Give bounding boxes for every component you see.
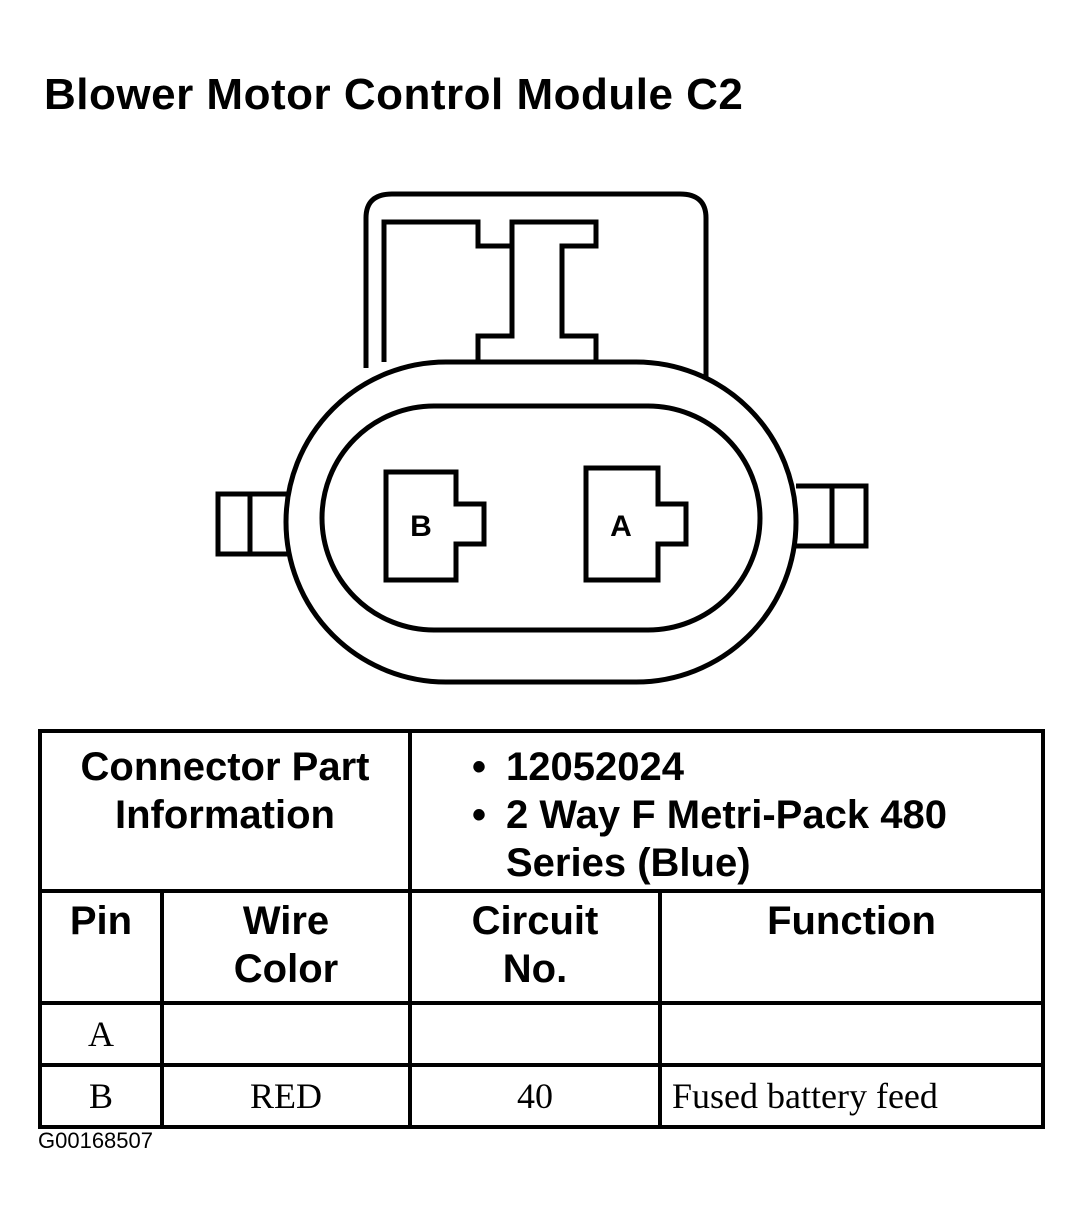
part-number: 12052024 — [506, 745, 684, 789]
header-pin: Pin — [38, 889, 164, 1005]
function-cell — [658, 1001, 1045, 1067]
connector-info-table: Connector Part Information • 12052024 • … — [38, 729, 1045, 1129]
figure-code: G00168507 — [38, 1128, 153, 1153]
diagram-title: Blower Motor Control Module C2 — [44, 70, 744, 119]
part-info-row: Connector Part Information • 12052024 • … — [38, 729, 1045, 893]
column-header-row: Pin Wire Color Circuit No. Function — [38, 889, 1045, 1005]
table-row: B RED 40 Fused battery feed — [38, 1063, 1045, 1129]
part-info-label-line1: Connector Part — [80, 745, 370, 789]
connector-face-diagram: B A — [215, 191, 869, 685]
table-row: A — [38, 1001, 1045, 1067]
left-side-tab — [215, 491, 288, 557]
connector-latch-outer — [363, 191, 709, 380]
wire-color-cell: RED — [160, 1063, 412, 1129]
part-description-line2: Series (Blue) — [506, 841, 751, 885]
part-info-label: Connector Part Information — [38, 729, 412, 893]
header-wire-color: Wire Color — [160, 889, 412, 1005]
connector-latch-inner — [381, 219, 599, 362]
connector-body-inner — [319, 403, 763, 633]
cavity-b — [383, 469, 487, 583]
bullet-icon: • — [472, 745, 487, 789]
cavity-label-b: B — [410, 510, 432, 543]
function-cell: Fused battery feed — [658, 1063, 1045, 1129]
header-function: Function — [658, 889, 1045, 1005]
circuit-cell: 40 — [408, 1063, 662, 1129]
bullet-icon: • — [472, 793, 487, 837]
part-info-label-line2: Information — [115, 793, 335, 837]
pin-cell: A — [38, 1001, 164, 1067]
pin-cell: B — [38, 1063, 164, 1129]
part-description-line1: 2 Way F Metri-Pack 480 — [506, 793, 947, 837]
circuit-cell — [408, 1001, 662, 1067]
wire-color-cell — [160, 1001, 412, 1067]
header-circuit-no: Circuit No. — [408, 889, 662, 1005]
cavity-a — [583, 465, 689, 583]
part-info-values: • 12052024 • 2 Way F Metri-Pack 480 Seri… — [408, 729, 1045, 893]
connector-body-outer — [283, 359, 799, 685]
right-side-tab — [796, 483, 869, 549]
cavity-label-a: A — [610, 510, 632, 543]
